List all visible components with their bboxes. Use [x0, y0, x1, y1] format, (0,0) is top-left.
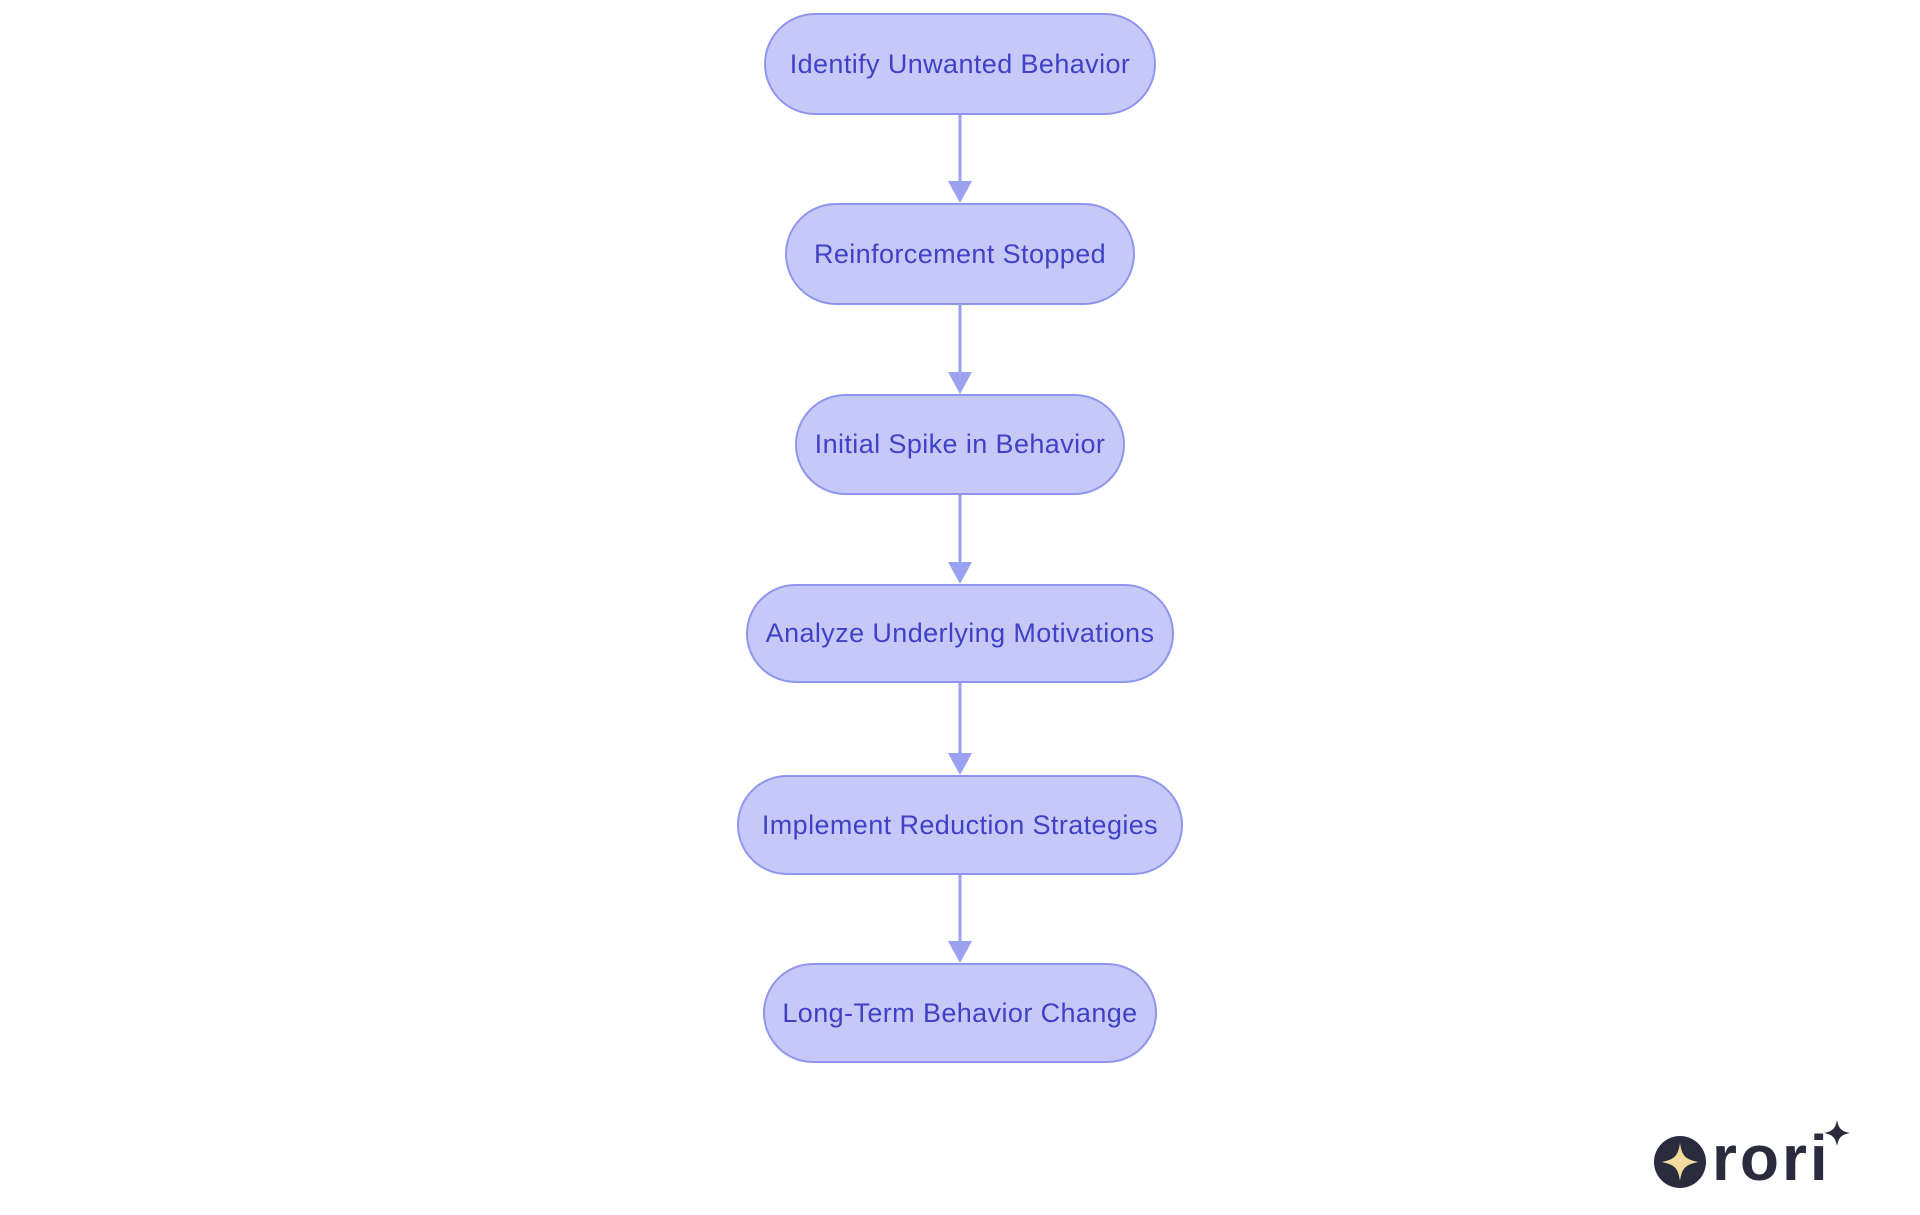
flow-node-identify-unwanted-behavior: Identify Unwanted Behavior: [764, 13, 1156, 115]
flow-node-analyze-underlying-motivations: Analyze Underlying Motivations: [746, 584, 1174, 683]
flow-node-reinforcement-stopped: Reinforcement Stopped: [785, 203, 1135, 305]
flow-node-initial-spike-in-behavior: Initial Spike in Behavior: [795, 394, 1125, 495]
arrow-shaft: [958, 305, 962, 374]
rori-logo: rori: [1650, 1118, 1880, 1198]
flow-arrow-5: [948, 875, 972, 963]
arrow-head-icon: [948, 941, 972, 963]
flow-node-label: Implement Reduction Strategies: [761, 809, 1159, 840]
flow-node-label: Analyze Underlying Motivations: [765, 618, 1155, 648]
flow-arrow-2: [948, 305, 972, 394]
flow-node-long-term-behavior-change: Long-Term Behavior Change: [763, 963, 1157, 1063]
arrow-shaft: [958, 115, 962, 183]
flow-arrow-4: [948, 683, 972, 775]
flow-node-label: Identify Unwanted Behavior: [789, 48, 1131, 79]
brand-wordmark: rori: [1712, 1122, 1831, 1194]
arrow-shaft: [958, 495, 962, 564]
flow-node-label: Reinforcement Stopped: [813, 238, 1107, 269]
arrow-head-icon: [948, 562, 972, 584]
flow-arrow-1: [948, 115, 972, 203]
arrow-head-icon: [948, 372, 972, 394]
flow-node-label: Initial Spike in Behavior: [814, 429, 1106, 459]
flow-arrow-3: [948, 495, 972, 584]
arrow-head-icon: [948, 753, 972, 775]
star-circle-icon: [1654, 1136, 1706, 1188]
flow-node-implement-reduction-strategies: Implement Reduction Strategies: [737, 775, 1183, 875]
sparkle-icon: [1824, 1120, 1850, 1146]
arrow-shaft: [958, 875, 962, 943]
flow-node-label: Long-Term Behavior Change: [782, 997, 1138, 1028]
arrow-shaft: [958, 683, 962, 755]
arrow-head-icon: [948, 181, 972, 203]
